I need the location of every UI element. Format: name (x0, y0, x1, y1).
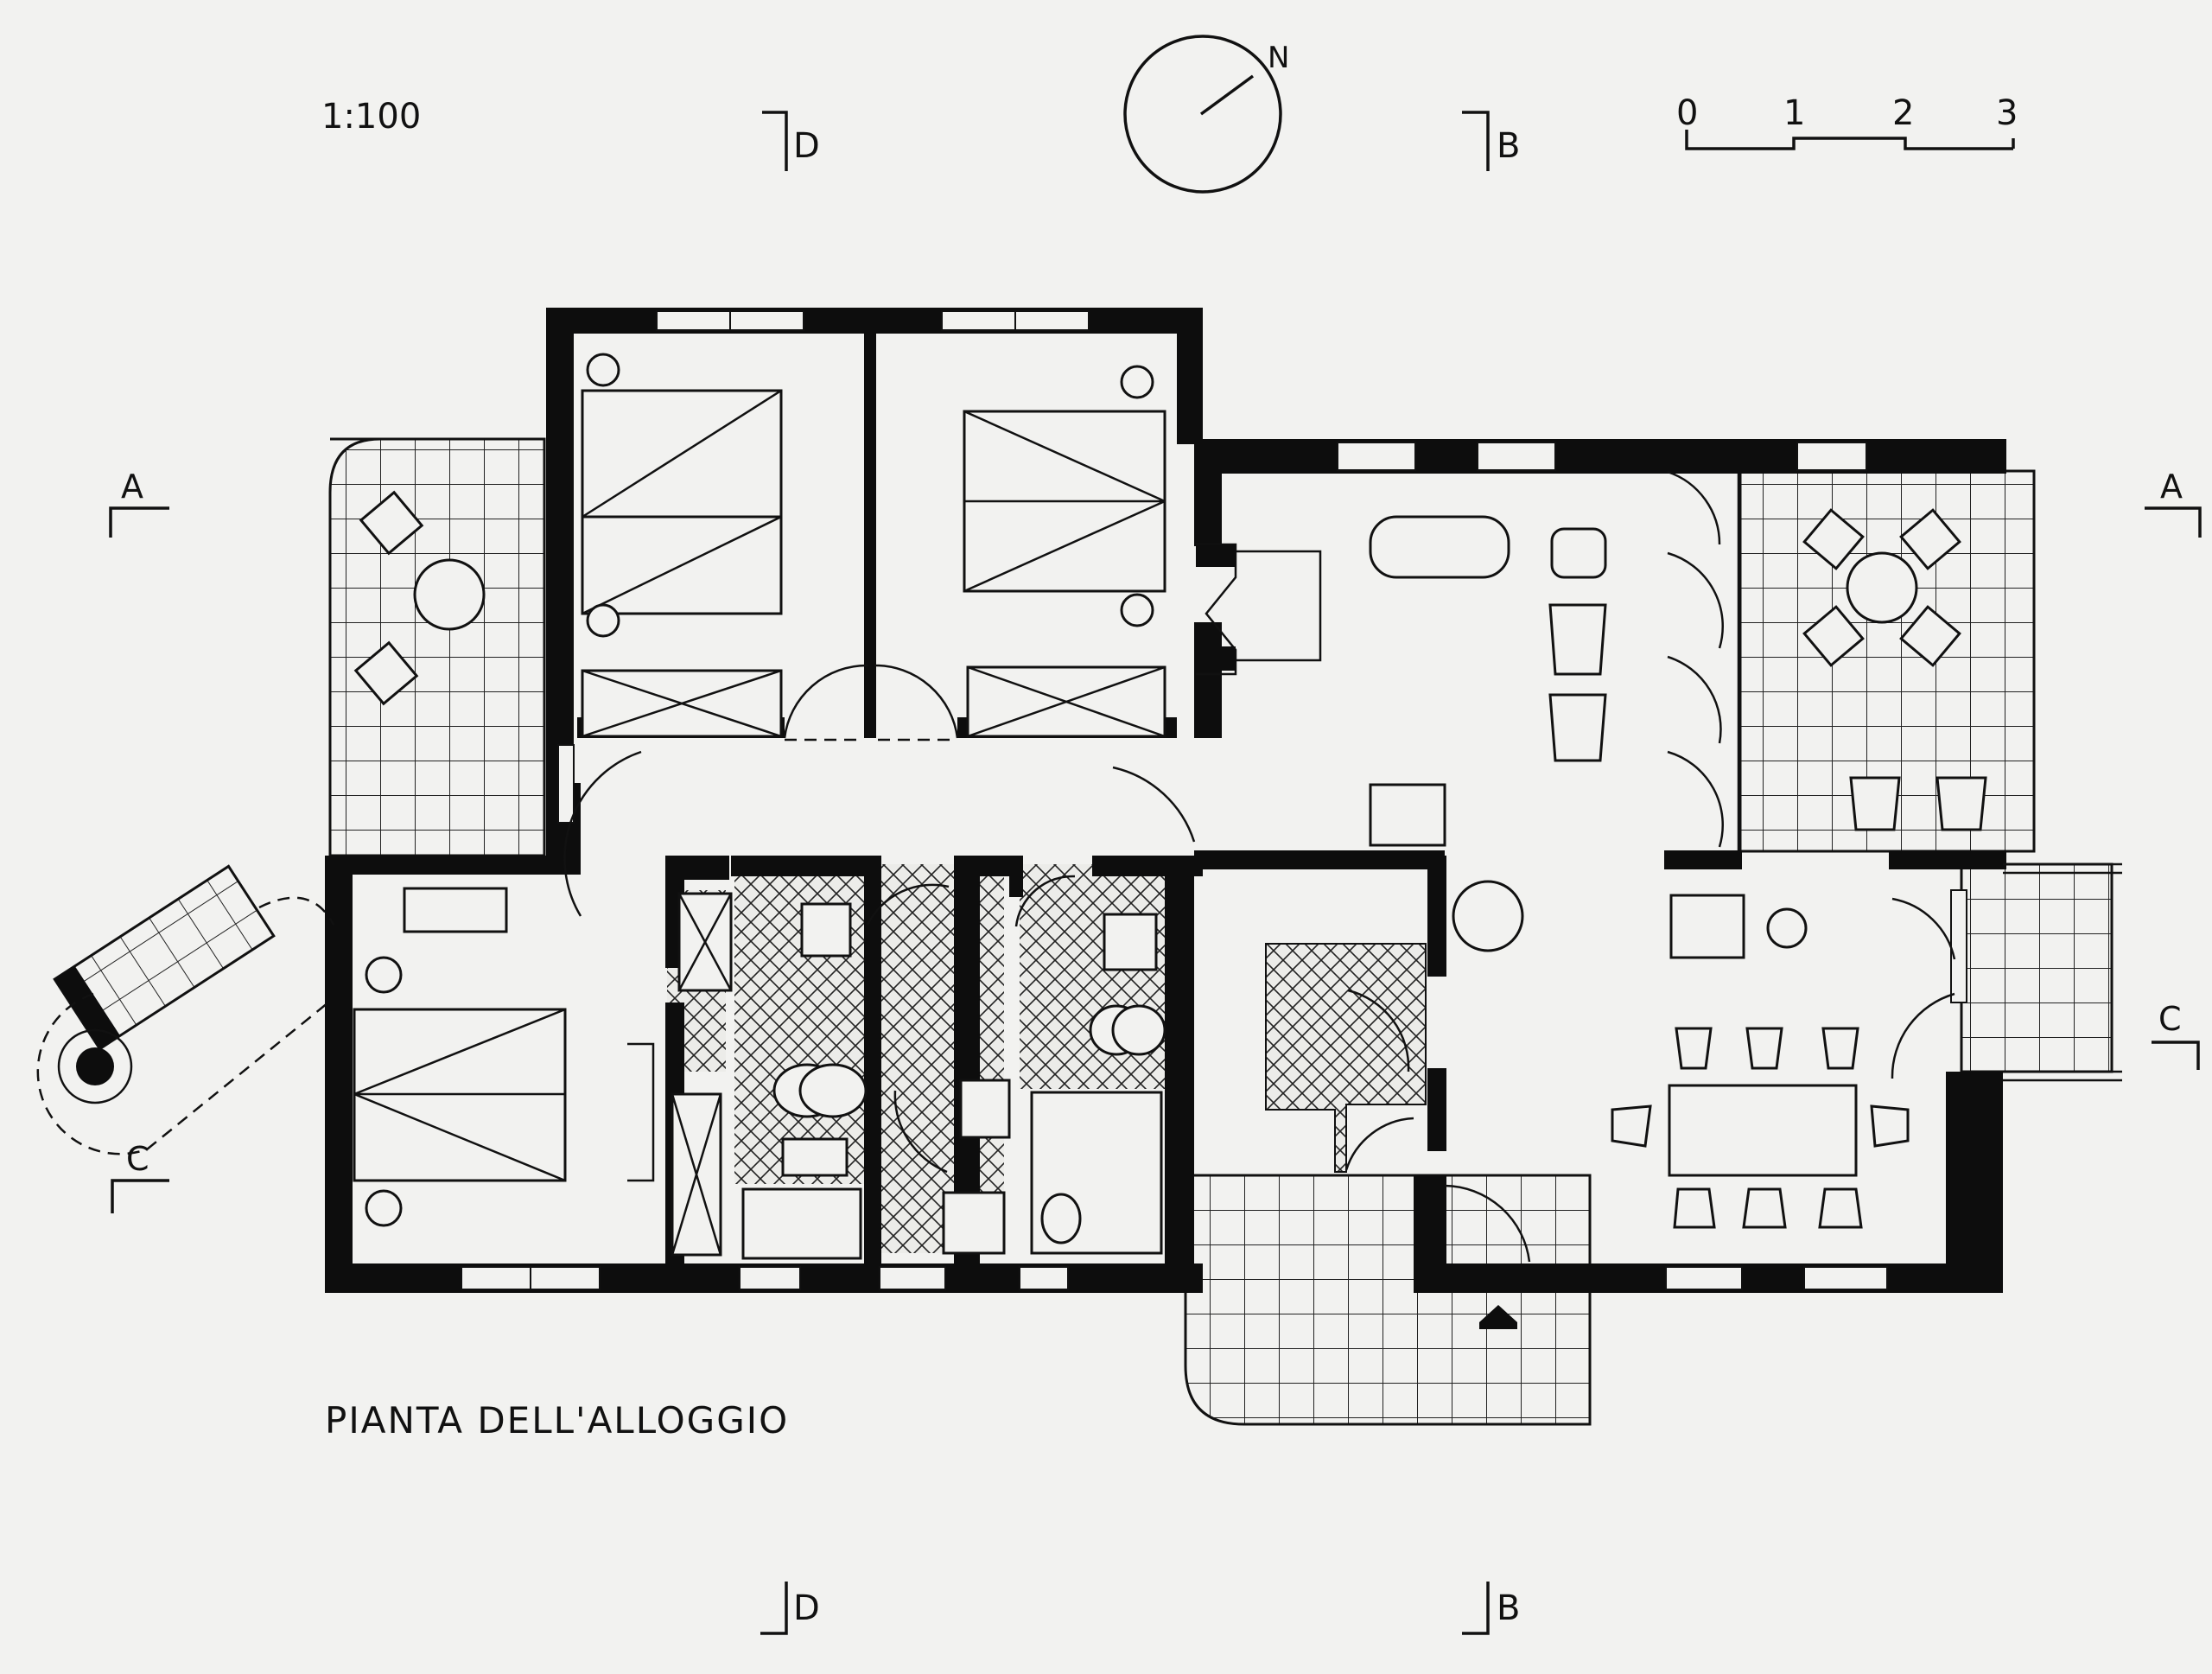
furniture-bedrooms (353, 353, 1166, 1227)
svg-text:B: B (1497, 126, 1520, 166)
hatched-wet-floors (667, 864, 1427, 1253)
section-mark-d-top: D (762, 111, 820, 171)
svg-text:A: A (121, 468, 143, 506)
windows (461, 310, 1967, 1290)
section-mark-b-bottom: B (1462, 1582, 1520, 1635)
scale-tick-0: 0 (1676, 93, 1698, 133)
svg-text:C: C (2158, 1000, 2182, 1038)
svg-text:B: B (1497, 1588, 1520, 1628)
door-swings (563, 470, 1956, 1263)
section-mark-b-top: B (1462, 111, 1520, 171)
scale-tick-3: 3 (1996, 93, 2018, 133)
section-mark-c-left: C (111, 1140, 169, 1213)
graphic-scale-bar: 0 1 2 3 (1676, 93, 2018, 150)
external-stair (36, 896, 335, 1155)
section-mark-c-right: C (2152, 1000, 2200, 1070)
scale-tick-1: 1 (1783, 93, 1805, 133)
furniture-living (1196, 515, 1910, 1229)
section-mark-a-right: A (2145, 468, 2202, 538)
scale-ratio: 1:100 (321, 97, 421, 137)
north-arrow: N (1123, 35, 1289, 194)
svg-text:D: D (793, 126, 820, 166)
svg-text:D: D (793, 1588, 820, 1628)
bathroom-fixtures (671, 892, 1166, 1260)
section-mark-a-left: A (109, 468, 169, 538)
furniture-terraces (353, 490, 1987, 831)
scale-tick-2: 2 (1892, 93, 1914, 133)
section-mark-d-bottom: D (760, 1582, 820, 1635)
entrance-marker (1479, 862, 2122, 1329)
svg-text:A: A (2160, 468, 2183, 506)
svg-text:C: C (126, 1140, 149, 1178)
north-label: N (1268, 41, 1289, 75)
plan-title: PIANTA DELL'ALLOGGIO (325, 1399, 789, 1442)
